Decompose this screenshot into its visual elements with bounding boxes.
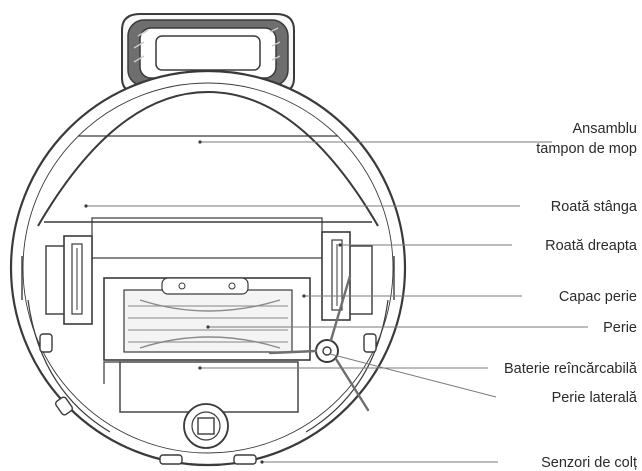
leader-dots <box>84 140 342 464</box>
main-brush <box>128 299 288 349</box>
cliff-sensors <box>39 333 377 465</box>
label-right-wheel: Roată dreapta <box>545 238 638 254</box>
label-battery: Baterie reîncărcabilă <box>504 361 638 377</box>
mop-pad-holder <box>121 13 295 93</box>
label-side-brush: Perie laterală <box>552 390 638 406</box>
label-left-wheel: Roată stânga <box>551 199 638 215</box>
caster-wheel <box>183 403 229 449</box>
label-mop-assembly-line1: Ansamblu <box>573 121 637 137</box>
label-mop-assembly-line2: tampon de mop <box>536 141 637 157</box>
robot-body <box>9 69 407 467</box>
leader-lines <box>86 141 588 463</box>
left-wheel <box>45 235 93 325</box>
label-brush: Perie <box>603 320 637 336</box>
label-cliff-sensors: Senzori de colț <box>541 455 637 471</box>
label-brush-cover: Capac perie <box>559 289 637 305</box>
